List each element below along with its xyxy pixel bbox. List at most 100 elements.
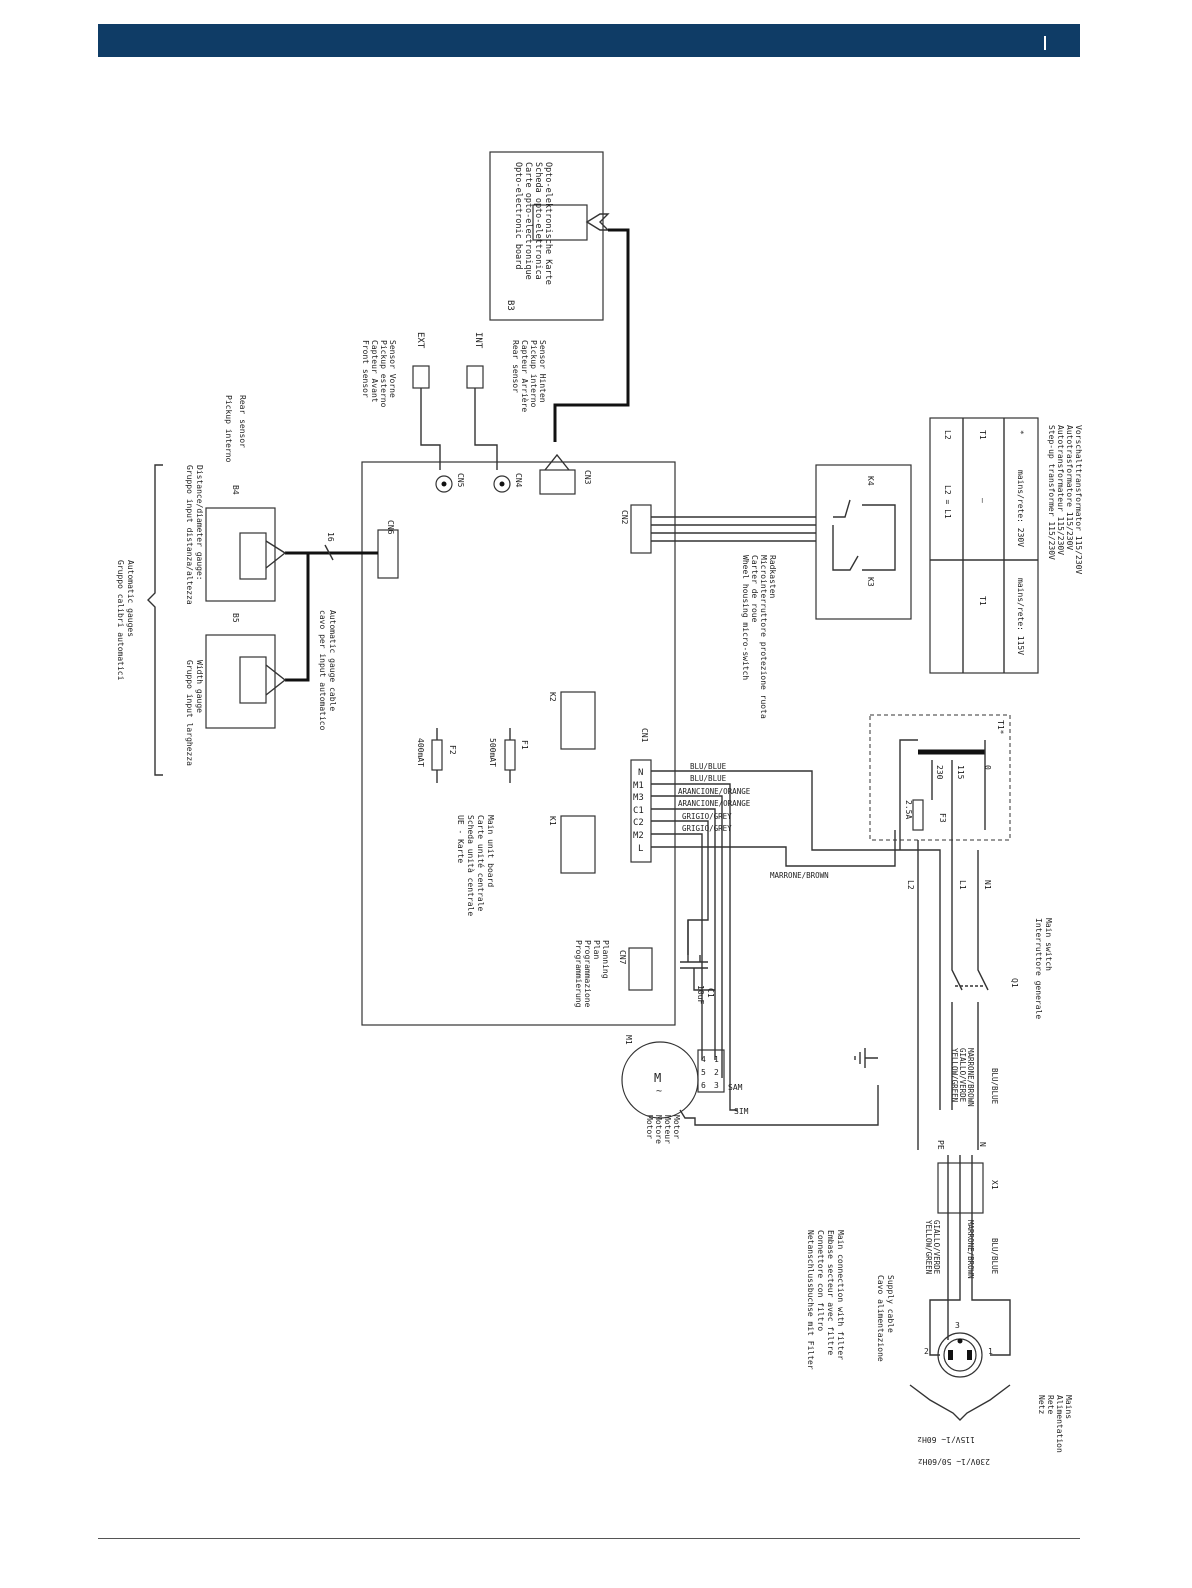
- table-l2: L2: [943, 430, 952, 440]
- front-sensor-de: Sensor Vorne: [388, 340, 397, 398]
- f1-label: F1: [520, 740, 529, 750]
- planning-it: Programmazione: [583, 940, 592, 1008]
- b4-gauge-connector: [239, 532, 267, 580]
- mains-fr: Alimentation: [1055, 1395, 1064, 1453]
- k1-label: K1: [548, 816, 557, 826]
- f3-label: F3: [938, 813, 947, 823]
- cn4-connector: [493, 475, 511, 493]
- b4-plug: [265, 540, 287, 569]
- term-5: 5: [701, 1068, 706, 1077]
- c1-value: 10uF: [696, 985, 705, 1004]
- int-label: INT: [473, 332, 483, 349]
- b4-gauge-box: [205, 507, 276, 602]
- cn3-connector: [539, 469, 576, 495]
- cn2-label: CN2: [620, 510, 629, 525]
- supply-cable-it: Cavo alimentazione: [876, 1275, 885, 1362]
- supply-plug: [937, 1332, 983, 1378]
- x1-label: X1: [990, 1180, 999, 1190]
- k2-relay: [560, 691, 596, 750]
- f2-rating: 400mAT: [416, 738, 425, 767]
- cn1-connector: [630, 759, 652, 863]
- plug-pin-2: 2: [924, 1347, 929, 1356]
- term-6: 6: [701, 1081, 706, 1090]
- pe-label: PE: [936, 1140, 945, 1150]
- motor-tilde: ~: [656, 1086, 662, 1097]
- b5-label: B5: [231, 613, 240, 623]
- header-bar: [98, 24, 1080, 57]
- cn7-label: CN7: [618, 950, 627, 965]
- b5-gauge-connector: [239, 656, 267, 704]
- k2-label: K2: [548, 692, 557, 702]
- cn1-pin-m3: M3: [633, 793, 644, 803]
- transformer-table: [929, 417, 1039, 674]
- table-star: *: [1016, 430, 1025, 435]
- main-switch-en: Main switch: [1044, 918, 1053, 971]
- planning-de: Programmierung: [574, 940, 583, 1008]
- wire-c1-orange: [651, 808, 716, 1060]
- wheel-housing-box: [815, 464, 912, 620]
- x1-wire-out-4: YELLOW/GREEN: [924, 1220, 933, 1274]
- opto-connector-plug: [585, 213, 610, 231]
- mains-de: Netz: [1037, 1395, 1046, 1414]
- cn2-connector: [630, 504, 652, 554]
- cn4-pin: [499, 481, 505, 487]
- t1-label: T1*: [996, 720, 1005, 735]
- wheel-housing-fr: Carter de roue: [750, 555, 759, 623]
- x1-wire-in-4: YELLOW/GREEN: [950, 1048, 959, 1102]
- sim-label: SIM: [734, 1107, 749, 1116]
- b5-gauge-box: [205, 634, 276, 729]
- cn3-plug: [544, 453, 570, 471]
- automatic-gauges-en: Automatic gauges: [126, 560, 135, 637]
- cn4-label: CN4: [514, 473, 523, 488]
- t1-tap-230: 230: [935, 765, 944, 780]
- opto-board-box: [489, 151, 604, 321]
- opto-label-de: Opto-elektronische Karte: [543, 162, 553, 285]
- int-wire: [474, 388, 498, 470]
- t1-tap-0: 0: [983, 765, 992, 770]
- main-connection-it: Connettore con filtro: [816, 1230, 825, 1331]
- step-up-en: Step-up transformer 115/230V: [1047, 425, 1056, 560]
- sam-label: SAM: [728, 1083, 743, 1092]
- gauge-cable: [285, 551, 378, 682]
- supply-lines: [917, 840, 989, 1150]
- x1-wire-out-1: BLU/BLUE: [990, 1238, 999, 1275]
- motor-en: Motor: [672, 1115, 681, 1139]
- f2-fuse: [431, 739, 443, 771]
- wire-count-tick: [324, 544, 334, 561]
- rear-sensor-en: Rear sensor: [511, 340, 520, 393]
- cn1-pin-n: N: [638, 768, 643, 778]
- plug-pin-3: 3: [955, 1321, 960, 1330]
- plug-pin-right: [967, 1350, 972, 1360]
- main-connection-de: Netanschlussbuchse mit Filter: [806, 1230, 815, 1370]
- transformer-taps: [899, 739, 986, 880]
- main-board-en: Main unit board: [486, 815, 495, 887]
- wire-n-blue: [651, 770, 941, 1110]
- cn5-label: CN5: [456, 473, 465, 488]
- k3-label: K3: [866, 577, 875, 587]
- cn5-connector: [435, 475, 453, 493]
- x1-wire-out-2: MARRONE/BROWN: [966, 1220, 975, 1279]
- rear-sensor-it: Pickup interno: [529, 340, 538, 408]
- table-t1-b: T1: [978, 596, 987, 606]
- opto-label-fr: Carte opto-electronique: [523, 162, 533, 280]
- k-switches: [832, 499, 896, 571]
- table-dash: —: [978, 498, 987, 503]
- front-sensor-it: Pickup esterno: [379, 340, 388, 408]
- cn3-label: CN3: [583, 470, 592, 485]
- distance-gauge-en: Distance/diameter gauge:: [195, 465, 204, 581]
- l2-label: L2: [906, 880, 915, 890]
- cn7-connector: [628, 947, 653, 991]
- motor-terminal-block: [697, 1049, 725, 1093]
- m1-label: M1: [624, 1035, 633, 1045]
- motor-symbol: M: [654, 1071, 661, 1085]
- wire-m2-grey: [651, 833, 703, 1060]
- main-board-fr: Carte unité centrale: [476, 815, 486, 912]
- width-gauge-en: Width gauge: [195, 660, 204, 713]
- voltage-230: 230V/1~ 50/60Hz: [918, 1457, 990, 1466]
- main-connection-fr: Embase secteur avec filtre: [826, 1230, 835, 1355]
- wheel-housing-de: Radkasten: [768, 555, 777, 599]
- step-up-de: Vorschalttransformator 115/230V: [1074, 425, 1083, 574]
- rear-sensor-fr: Capteur Arrière: [520, 340, 530, 412]
- voltage-115: 115V/1~ 60Hz: [917, 1435, 975, 1444]
- main-unit-board: [361, 461, 676, 1026]
